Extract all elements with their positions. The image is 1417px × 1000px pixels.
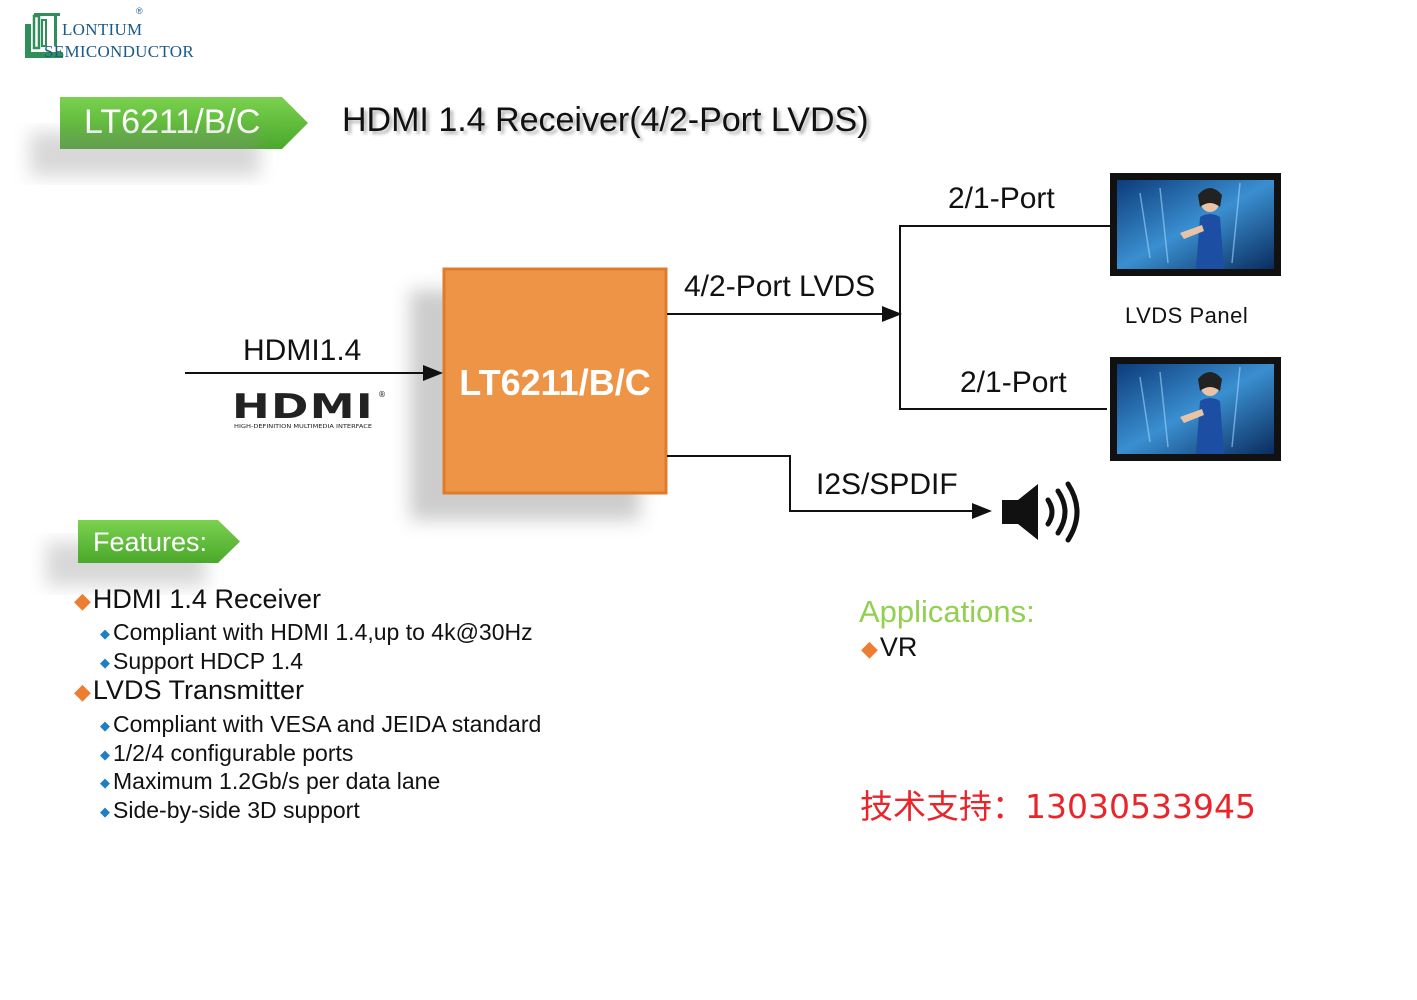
diamond-bullet-icon: ◆ [100,626,110,641]
feature-item: ◆Maximum 1.2Gb/s per data lane [100,768,441,794]
port-top-label: 2/1-Port [948,182,1055,215]
diamond-bullet-icon: ◆ [100,718,110,733]
chip-block [442,267,668,495]
diamond-bullet-icon: ◆ [74,588,91,613]
support-contact: 技术支持：13030533945 [860,787,1256,826]
lvds-panel-bottom-icon [1110,357,1281,461]
lvds-panel-label: LVDS Panel [1125,303,1249,328]
registered-mark: ® [136,6,143,16]
lvds-output-label: 4/2-Port LVDS [684,270,876,303]
chip-label: LT6211/B/C [459,362,651,403]
feature-item: ◆Side-by-side 3D support [100,797,360,823]
audio-label: I2S/SPDIF [816,468,958,501]
applications-title: Applications: [859,594,1035,629]
diamond-bullet-icon: ◆ [74,679,91,704]
application-item: ◆VR [861,632,918,662]
diamond-bullet-icon: ◆ [100,655,110,670]
features-tag-shape [78,520,240,563]
diamond-bullet-icon: ◆ [100,775,110,790]
feature-item: ◆1/2/4 configurable ports [100,740,354,766]
page-title: HDMI 1.4 Receiver(4/2-Port LVDS) [342,101,869,139]
lvds-branch-lines [899,225,1110,410]
diamond-bullet-icon: ◆ [100,747,110,762]
lvds-panel-top-icon [1110,173,1281,276]
hdmi-logo-icon: HDMI ® HIGH-DEFINITION MULTIMEDIA INTERF… [232,388,386,430]
diamond-bullet-icon: ◆ [100,804,110,819]
speaker-icon [1002,481,1080,543]
diamond-bullet-icon: ◆ [861,636,878,661]
port-bottom-label: 2/1-Port [960,366,1067,399]
title-tag-shadow [30,132,260,176]
logo-line1: LONTIUM [62,20,143,39]
feature-item: ◆Compliant with HDMI 1.4,up to 4k@30Hz [100,619,533,645]
feature-item: ◆Support HDCP 1.4 [100,648,304,674]
audio-arrow [667,455,992,519]
hdmi-input-label: HDMI1.4 [243,334,362,367]
lontium-logo-icon [25,13,63,58]
logo-line2: SEMICONDUCTOR [44,42,194,61]
svg-text:HIGH-DEFINITION MULTIMEDIA INT: HIGH-DEFINITION MULTIMEDIA INTERFACE [234,424,373,430]
svg-text:®: ® [378,390,386,399]
features-tag-label: Features: [93,527,208,557]
svg-text:HDMI: HDMI [232,388,374,427]
feature-item: ◆Compliant with VESA and JEIDA standard [100,711,542,737]
feature-group-title: ◆HDMI 1.4 Receiver [74,584,321,614]
feature-group-title: ◆LVDS Transmitter [74,675,304,705]
